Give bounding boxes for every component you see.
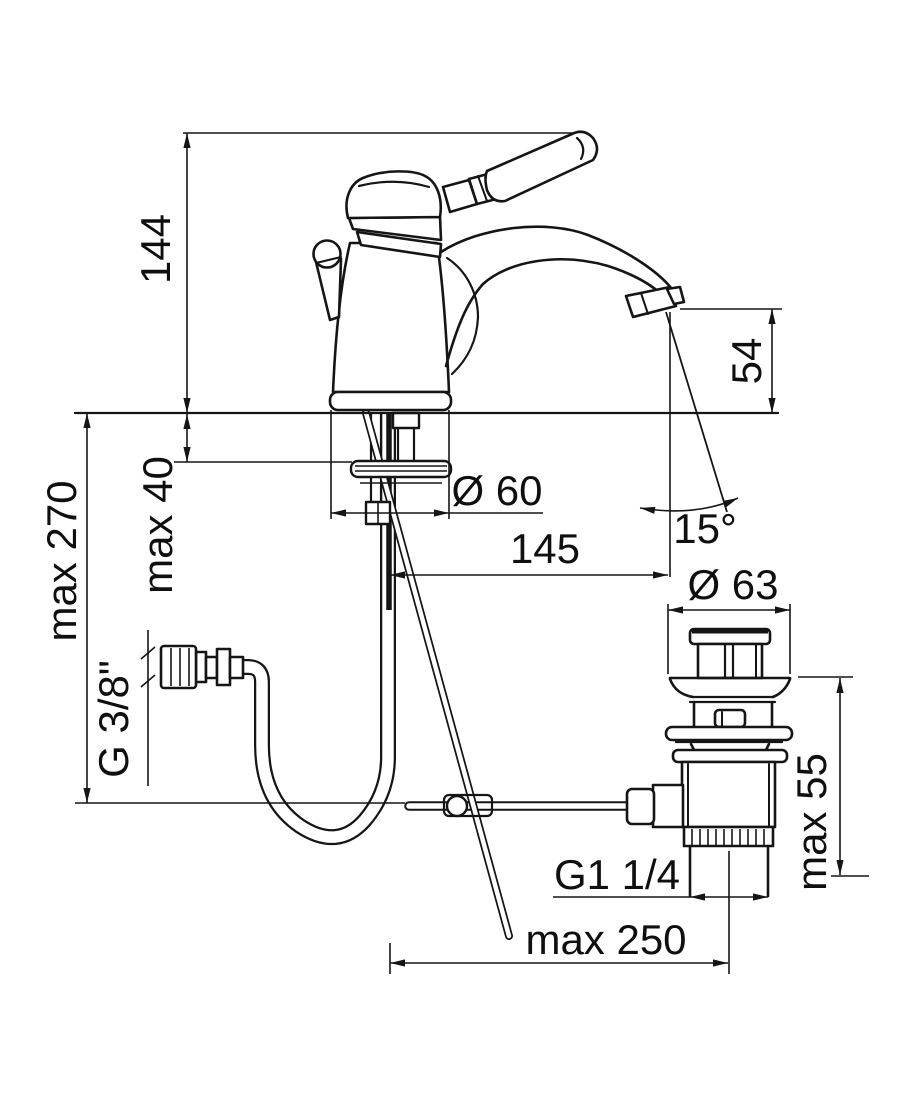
rod-clamp (442, 793, 494, 818)
dimension-lines (83, 133, 844, 967)
faucet (312, 130, 686, 412)
dim-waste-diameter-label: Ø 63 (687, 561, 778, 608)
dim-supply-thread-label: G 3/8" (90, 660, 137, 778)
reference-lines (73, 132, 869, 974)
dim-deck-thickness-label: max 40 (134, 456, 181, 594)
dim-total-height-label: 144 (132, 214, 179, 284)
dim-rod-length-label: max 250 (525, 916, 686, 963)
popup-waste (625, 627, 794, 898)
dimension-labels: 144 max 270 max 40 G 3/8" Ø 60 145 54 15… (38, 214, 835, 963)
faucet-shank (391, 411, 421, 463)
waste-flange (664, 725, 794, 742)
flexible-hose (196, 414, 396, 846)
cartridge-cap (345, 170, 443, 259)
rod-ball-joint (445, 794, 469, 818)
dim-spout-reach-label: 145 (510, 525, 580, 572)
waste-body (680, 760, 777, 829)
waste-tab (713, 708, 747, 729)
mounting-washer (349, 459, 453, 484)
dim-spout-angle-label: 15° (673, 505, 737, 552)
waste-thread (682, 825, 775, 848)
dim-waste-clamp-label: max 55 (788, 753, 835, 891)
dim-max-depth-label: max 270 (38, 480, 85, 641)
waste-plug (696, 642, 764, 680)
base-flange (328, 390, 453, 412)
dim-base-diameter-label: Ø 60 (451, 467, 542, 514)
lever-handle (441, 130, 599, 214)
hose-ferrule (194, 647, 245, 687)
rod-gland (625, 783, 685, 829)
supply-nut (159, 644, 198, 690)
faucet-body (331, 241, 451, 394)
popup-rod (362, 409, 513, 940)
side-knob (312, 239, 343, 322)
waste-tailpiece (688, 844, 770, 898)
dim-spout-height-label: 54 (723, 338, 770, 385)
aerator (624, 285, 686, 319)
dim-waste-thread-label: G1 1/4 (554, 851, 680, 898)
faucet-spout (439, 225, 680, 376)
